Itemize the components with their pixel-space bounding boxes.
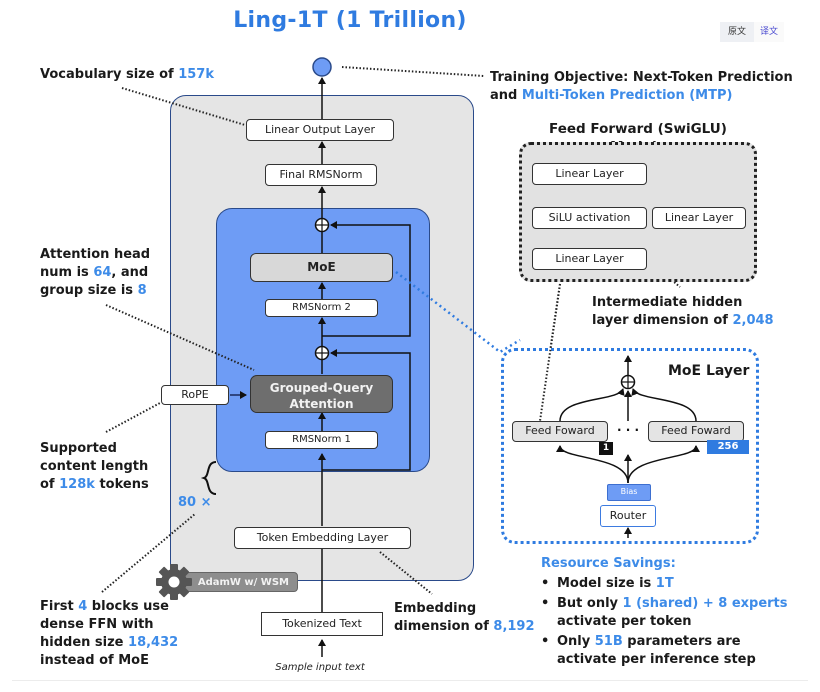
optimizer-badge: AdamW w/ WSM (182, 572, 298, 592)
intermediate-dim-value: 2,048 (732, 313, 774, 328)
sample-input-text: Sample input text (275, 662, 365, 673)
leader-line (105, 304, 255, 371)
ffn-linear-top: Linear Layer (532, 163, 647, 185)
dense-hidden-size: 18,432 (128, 635, 179, 650)
expert-feed-forward-1: Feed Foward (512, 421, 608, 442)
context-length-value: 128k (59, 477, 95, 492)
intermediate-dim-annotation: Intermediate hidden layer dimension of 2… (592, 295, 774, 328)
repeat-brace (200, 461, 217, 495)
expert-index-1: 1 (599, 442, 613, 455)
active-experts-value: 1 (shared) + 8 experts (622, 596, 788, 611)
leader-line (105, 402, 161, 433)
attention-annotation: Attention head num is 64, and group size… (40, 247, 151, 298)
ffn-linear-bottom: Linear Layer (532, 248, 647, 270)
vocab-size-value: 157k (178, 67, 214, 82)
token-embedding-layer: Token Embedding Layer (234, 527, 411, 549)
rmsnorm-1: RMSNorm 1 (265, 431, 378, 449)
residual-connection (322, 349, 411, 471)
bottom-divider (12, 680, 808, 681)
router-box: Router (600, 505, 656, 527)
gqa-label-line1: Grouped-Query (269, 381, 374, 395)
group-size-value: 8 (137, 283, 147, 298)
expert-feed-forward-256: Feed Foward (648, 421, 744, 442)
context-length-annotation: Supported content length of 128k tokens (40, 441, 149, 492)
leader-line (379, 551, 433, 595)
linear-output-layer: Linear Output Layer (246, 119, 394, 141)
resource-savings-list: • Model size is 1T • But only 1 (shared)… (541, 575, 801, 669)
residual-connection (322, 221, 411, 337)
dense-block-count: 4 (78, 599, 88, 614)
embedding-annotation: Embedding dimension of 8,192 (394, 601, 535, 634)
active-params-value: 51B (594, 634, 623, 649)
embedding-dim-value: 8,192 (493, 619, 535, 634)
diagram-title: Ling-1T (1 Trillion) (233, 8, 467, 33)
expert-index-256: 256 (707, 440, 749, 454)
leader-line (649, 261, 681, 288)
tokenized-text: Tokenized Text (261, 612, 383, 636)
dense-ffn-annotation: First 4 blocks use dense FFN with hidden… (40, 599, 179, 668)
experts-ellipsis: · · · (616, 423, 640, 437)
gear-icon (156, 564, 192, 600)
moe-block: MoE (250, 253, 393, 282)
grouped-query-attention: Grouped-Query Attention (250, 375, 393, 413)
original-text-toggle[interactable]: 原文 (720, 22, 754, 42)
translation-toggle[interactable]: 译文 (754, 22, 784, 42)
leader-line (101, 513, 196, 593)
head-count-value: 64 (93, 265, 112, 280)
layer-repeat-count: 80 × (178, 495, 212, 510)
mtp-value: Multi-Token Prediction (MTP) (521, 88, 733, 103)
final-rmsnorm: Final RMSNorm (265, 164, 377, 186)
objective-annotation: Training Objective: Next-Token Predictio… (490, 70, 793, 103)
ffn-silu-activation: SiLU activation (532, 207, 647, 229)
gqa-label-line2: Attention (289, 397, 354, 411)
router-bias: Bias (607, 484, 651, 501)
resource-savings-title: Resource Savings: (541, 556, 676, 571)
output-node (312, 57, 332, 77)
vocab-annotation: Vocabulary size of 157k (40, 67, 214, 82)
savings-item: • Model size is 1T (541, 576, 674, 591)
leader-line (341, 66, 485, 77)
ffn-linear-right: Linear Layer (652, 207, 746, 229)
rope-box: RoPE (161, 385, 229, 405)
rmsnorm-2: RMSNorm 2 (265, 299, 378, 317)
transformer-layer-block (216, 208, 430, 472)
model-size-value: 1T (655, 576, 674, 591)
moe-layer-title: MoE Layer (668, 363, 750, 379)
leader-line (121, 87, 246, 126)
moe-detail-link (395, 271, 521, 354)
